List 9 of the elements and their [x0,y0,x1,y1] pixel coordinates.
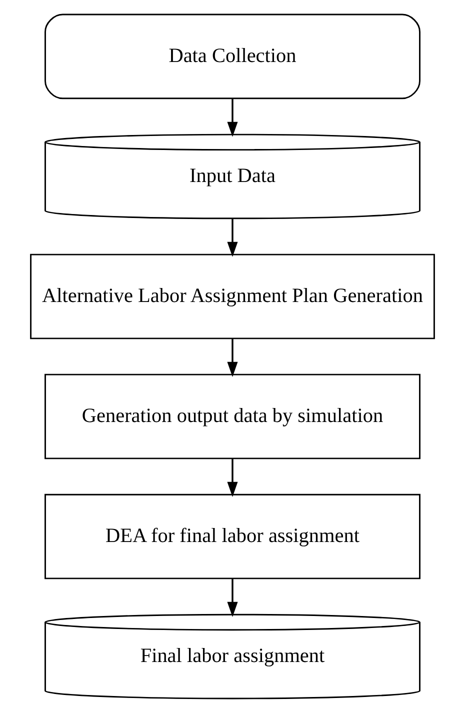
node-box: Alternative Labor Assignment Plan Generation [30,254,435,340]
node-box: Data Collection [44,14,420,100]
arrow [227,218,238,257]
arrow [227,98,238,137]
node-box: Generation output data by simulation [44,374,420,460]
node-box: DEA for final labor assignment [44,494,420,580]
arrow [227,458,238,497]
arrow [227,578,238,617]
arrow [227,338,238,377]
